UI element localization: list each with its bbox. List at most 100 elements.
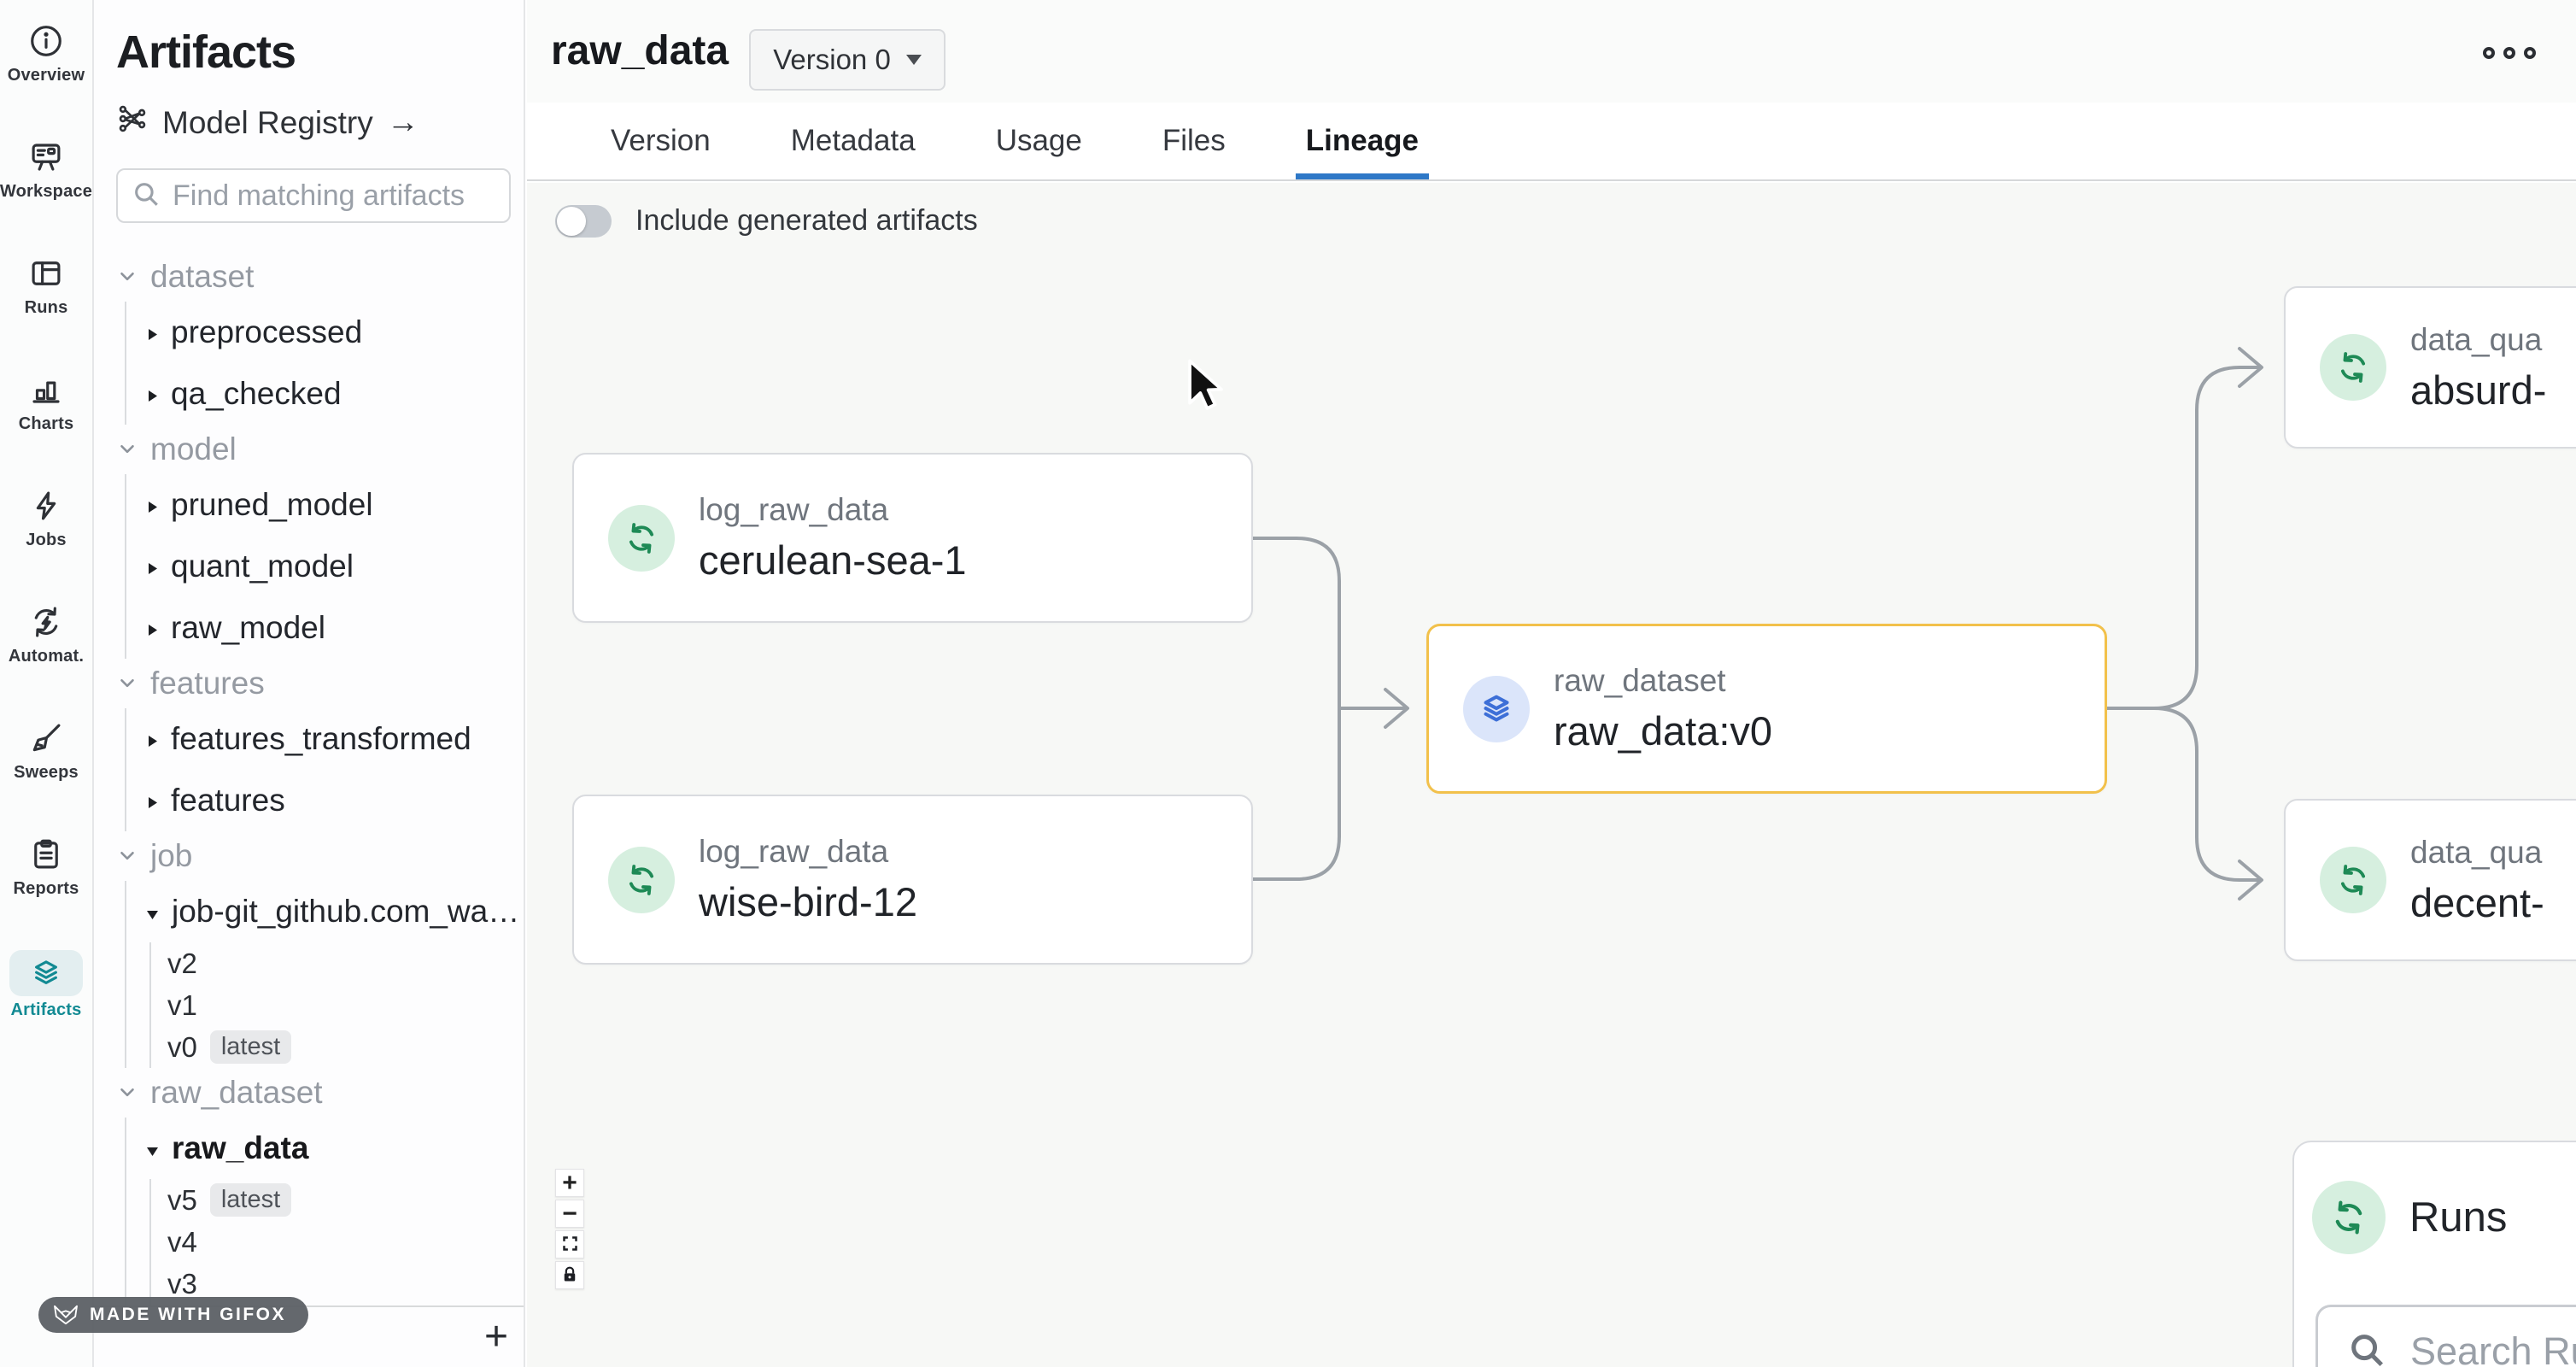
tab-lineage[interactable]: Lineage xyxy=(1295,103,1430,179)
node-name-label: absurd- xyxy=(2410,367,2547,413)
node-type-label: data_qua xyxy=(2410,834,2543,870)
node-name-label: cerulean-sea-1 xyxy=(699,537,967,583)
tree-section-label: features xyxy=(150,666,265,701)
tree-children: preprocessed qa_checked xyxy=(125,302,524,425)
version-label: v5 xyxy=(167,1183,197,1216)
tree-section-dataset[interactable]: dataset xyxy=(116,252,524,302)
nav-item-artifacts[interactable]: Artifacts xyxy=(9,950,83,1020)
tab-usage[interactable]: Usage xyxy=(995,124,1082,157)
zoom-out-button[interactable]: − xyxy=(555,1200,584,1228)
runs-panel[interactable]: Runs xyxy=(2292,1141,2576,1367)
run-icon xyxy=(2312,1181,2386,1254)
model-registry-icon xyxy=(116,103,149,143)
chevron-down-icon xyxy=(116,1075,138,1111)
tree-version-v4[interactable]: v4 xyxy=(151,1221,524,1263)
automations-icon xyxy=(26,601,67,642)
triangle-down-icon xyxy=(144,1130,161,1166)
tree-item-job-git_github.com_wa[interactable]: job-git_github.com_wa… xyxy=(126,881,524,942)
tree-item-features_transformed[interactable]: features_transformed xyxy=(126,708,524,770)
add-artifact-button[interactable]: + xyxy=(483,1314,508,1359)
tree-section-features[interactable]: features xyxy=(116,659,524,708)
node-type-label: data_qua xyxy=(2410,321,2543,357)
chevron-down-icon xyxy=(116,838,138,874)
triangle-right-icon xyxy=(144,314,160,350)
version-label: v3 xyxy=(167,1267,197,1300)
tree-section-label: job xyxy=(150,838,193,873)
lineage-node-run-absurd[interactable]: data_qua absurd- xyxy=(2284,286,2576,449)
tree-item-label: quant_model xyxy=(171,549,354,584)
tree-item-label: raw_data xyxy=(172,1130,309,1165)
toggle-row: Include generated artifacts xyxy=(555,204,978,238)
triangle-right-icon xyxy=(144,721,160,757)
nav-item-overview[interactable]: Overview xyxy=(8,21,85,85)
page-title: raw_data xyxy=(551,28,729,73)
fit-view-icon xyxy=(561,1230,579,1259)
nav-item-automat[interactable]: Automat. xyxy=(9,601,84,666)
lineage-canvas[interactable]: Include generated artifacts log_raw_data… xyxy=(527,183,2576,1367)
toggle-knob xyxy=(557,206,586,236)
artifact-search-input[interactable] xyxy=(173,179,480,213)
nav-item-reports[interactable]: Reports xyxy=(14,834,79,899)
tree-item-label: qa_checked xyxy=(171,376,342,411)
tree-version-v2[interactable]: v2 xyxy=(151,942,524,984)
triangle-right-icon xyxy=(144,610,160,646)
tree-item-label: preprocessed xyxy=(171,314,363,349)
tree-item-quant_model[interactable]: quant_model xyxy=(126,536,524,597)
overflow-menu-button[interactable] xyxy=(2479,44,2540,66)
tree-item-label: raw_model xyxy=(171,610,325,645)
nav-item-sweeps[interactable]: Sweeps xyxy=(14,718,79,783)
charts-icon xyxy=(26,369,67,410)
nav-item-runs[interactable]: Runs xyxy=(25,253,68,318)
tree-section-model[interactable]: model xyxy=(116,425,524,474)
nav-item-jobs[interactable]: Jobs xyxy=(26,485,67,550)
runs-search-input[interactable] xyxy=(2410,1329,2576,1367)
tree-item-label: pruned_model xyxy=(171,487,373,522)
version-dropdown[interactable]: Version 0 xyxy=(749,29,946,91)
zoom-in-button[interactable]: + xyxy=(555,1169,584,1197)
tab-files[interactable]: Files xyxy=(1162,124,1226,157)
gifox-fox-icon xyxy=(54,1305,78,1325)
zoom-fit-button[interactable] xyxy=(555,1230,584,1258)
tab-version[interactable]: Version xyxy=(611,124,711,157)
nav-item-charts[interactable]: Charts xyxy=(19,369,74,434)
tree-section-label: model xyxy=(150,431,237,466)
tree-item-features[interactable]: features xyxy=(126,770,524,831)
tree-item-label: features_transformed xyxy=(171,721,471,756)
include-generated-artifacts-toggle[interactable] xyxy=(555,204,612,238)
tree-item-raw_model[interactable]: raw_model xyxy=(126,597,524,659)
zoom-lock-button[interactable] xyxy=(555,1261,584,1289)
tree-item-raw_data[interactable]: raw_data xyxy=(126,1118,524,1179)
tree-item-qa_checked[interactable]: qa_checked xyxy=(126,363,524,425)
version-label: v4 xyxy=(167,1225,197,1258)
tree-item-pruned_model[interactable]: pruned_model xyxy=(126,474,524,536)
nav-item-workspace[interactable]: Workspace xyxy=(0,137,92,202)
tree-section-job[interactable]: job xyxy=(116,831,524,881)
model-registry-link[interactable]: Model Registry → xyxy=(116,103,524,143)
latest-badge: latest xyxy=(209,1030,292,1064)
tree-section-raw_dataset[interactable]: raw_dataset xyxy=(116,1068,524,1118)
tree-version-v3[interactable]: v3 xyxy=(151,1263,524,1305)
runs-panel-label: Runs xyxy=(2409,1194,2508,1241)
artifact-layers-icon xyxy=(1463,675,1530,742)
tree-version-v1[interactable]: v1 xyxy=(151,984,524,1026)
minus-icon: − xyxy=(562,1199,577,1228)
tab-metadata[interactable]: Metadata xyxy=(790,124,916,157)
tree-item-preprocessed[interactable]: preprocessed xyxy=(126,302,524,363)
sweeps-icon xyxy=(26,718,67,759)
node-name-label: wise-bird-12 xyxy=(699,879,917,924)
artifact-header: raw_data Version 0 xyxy=(527,0,2576,103)
sidebar-title: Artifacts xyxy=(116,26,296,78)
nav-item-label: Jobs xyxy=(26,531,67,549)
jobs-icon xyxy=(26,485,67,526)
node-type-label: raw_dataset xyxy=(1554,663,1726,698)
